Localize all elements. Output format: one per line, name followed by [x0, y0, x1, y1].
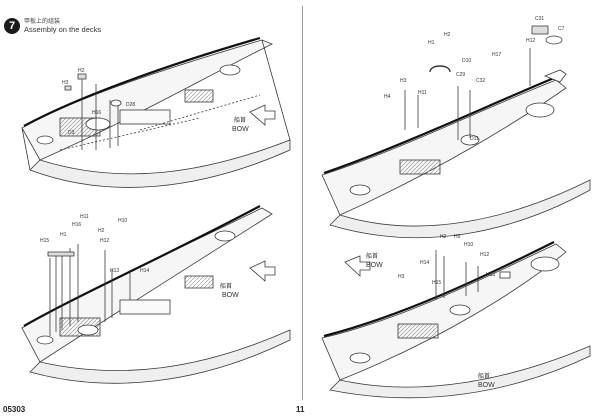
callout-label: H2 — [440, 234, 447, 240]
page-code: 05303 — [3, 405, 26, 414]
callout-label: C29 — [456, 72, 465, 78]
hull-lower — [29, 139, 291, 188]
callout-label: C32 — [476, 78, 485, 84]
bow-indicator-bottom-left: 船首 BOW — [220, 282, 239, 299]
callout-label: H12 — [526, 38, 535, 44]
callout-label: D28 — [126, 102, 135, 108]
step-title-en: Assembly on the decks — [24, 25, 102, 34]
callout-label: H1 — [428, 40, 435, 46]
callout-label: H16 — [72, 222, 81, 228]
callout-label: H13 — [110, 268, 119, 274]
callout-label: D10 — [462, 58, 471, 64]
callout-label: H14 — [420, 260, 429, 266]
panel-top-left-labels: H2 H3 D3 D28 H16 — [62, 68, 135, 136]
turret — [85, 117, 111, 131]
bow-indicator-top-left: 船首 BOW — [232, 116, 249, 133]
hull-outline — [21, 39, 273, 161]
step-number-badge: 7 — [4, 18, 20, 34]
callout-label: H16 — [92, 110, 101, 116]
panel-bottom-right — [321, 241, 591, 399]
callout-label: H11 — [418, 90, 427, 96]
callout-label: H4 — [384, 94, 391, 100]
callout-label: H10 — [464, 242, 473, 248]
panel-top-right-labels: C31 C7 H1 H2 H3 H4 H11 H12 H17 D10 D11 C… — [384, 16, 565, 142]
bow-indicator-right-bottom: 船首 BOW — [478, 372, 495, 389]
callout-label: H12 — [480, 252, 489, 258]
callout-label: H3 — [398, 274, 405, 280]
bow-label-en: BOW — [232, 126, 249, 133]
bow-label-cn: 船首 — [478, 372, 490, 380]
callout-label: H14 — [140, 268, 149, 274]
callout-label: H9 — [454, 234, 461, 240]
bow-label-en: BOW — [478, 382, 495, 389]
callout-label: H3 — [400, 78, 407, 84]
callout-label: C7 — [558, 26, 565, 32]
callout-label: H2 — [444, 32, 451, 38]
callout-label: D3 — [68, 130, 75, 136]
callout-label: H15 — [432, 280, 441, 286]
callout-label: H2 — [78, 68, 85, 74]
callout-label: H3 — [62, 80, 69, 86]
bow-label-cn: 船首 — [220, 282, 232, 290]
callout-label: H17 — [492, 52, 501, 58]
callout-label: C31 — [535, 16, 544, 22]
callout-label: D11 — [470, 136, 479, 142]
bow-label-cn: 船首 — [234, 116, 246, 124]
bow-label-en: BOW — [222, 292, 239, 299]
callout-label: H12 — [100, 238, 109, 244]
bow-indicator-right-top: 船首 BOW — [366, 252, 383, 269]
callout-label: H13 — [486, 272, 495, 278]
bow-label-cn: 船首 — [366, 252, 378, 260]
deck-edge — [23, 36, 261, 127]
panel-bottom-right-labels: H2 H3 H9 H10 H12 H13 H14 H15 — [398, 234, 495, 286]
callout-label: H10 — [118, 218, 127, 224]
page-number: 11 — [296, 405, 305, 414]
panel-top-right — [321, 25, 591, 239]
panel-bottom-left-labels: H1 H2 H10 H11 H12 H13 H14 H15 H16 — [40, 214, 149, 274]
callout-label: H15 — [40, 238, 49, 244]
callout-label: H1 — [60, 232, 67, 238]
panel-bottom-left — [21, 205, 291, 384]
step-title-cn: 甲板上的组装 — [24, 19, 61, 25]
callout-label: H2 — [98, 228, 105, 234]
bow-label-en: BOW — [366, 262, 383, 269]
panel-top-left — [21, 36, 291, 188]
page-divider — [302, 6, 303, 400]
callout-label: H11 — [80, 214, 89, 220]
